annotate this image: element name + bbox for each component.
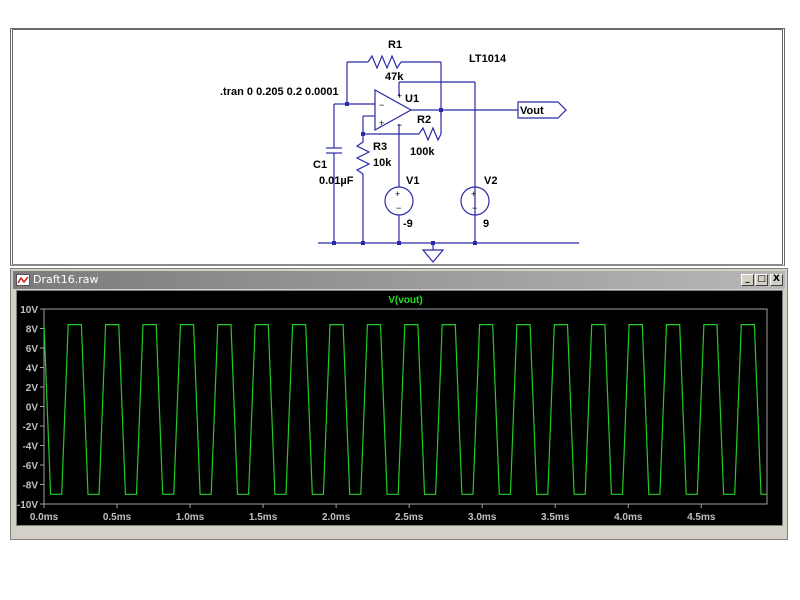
y-tick-label: -10V: [17, 500, 38, 511]
x-tick-label: 4.5ms: [687, 512, 716, 523]
y-tick-label: -2V: [22, 422, 38, 433]
trace-label-vout: V(vout): [388, 295, 422, 306]
y-tick-label: 4V: [26, 364, 39, 375]
schematic-editor[interactable]: − + + − + − + − .tran 0 0.205 0.2 0.0001 LT1…: [10, 28, 785, 266]
tran-directive[interactable]: .tran 0 0.205 0.2 0.0001: [220, 86, 339, 98]
junctions: [332, 102, 477, 245]
model-label[interactable]: LT1014: [469, 53, 507, 65]
x-tick-label: 2.0ms: [322, 512, 351, 523]
maximize-button[interactable]: □: [755, 274, 768, 286]
x-tick-label: 3.0ms: [468, 512, 497, 523]
x-tick-label: 0.0ms: [30, 512, 59, 523]
waveform-plot[interactable]: V(vout) 10V 8V 6V 4V 2V 0V -2V -4V -6V -8V -10V0.0m…: [17, 291, 782, 525]
y-tick-label: -6V: [22, 461, 38, 472]
r3-value[interactable]: 10k: [373, 157, 392, 169]
waveform-viewer-window[interactable]: Draft16.raw _ □ X V(vout) 10V 8V 6V 4V 2V 0V -2…: [10, 268, 788, 540]
y-tick-label: -8V: [22, 481, 38, 492]
x-tick-label: 2.5ms: [395, 512, 424, 523]
status-bar: [13, 527, 785, 539]
minimize-button[interactable]: _: [741, 274, 754, 286]
x-tick-label: 0.5ms: [103, 512, 132, 523]
close-button[interactable]: X: [770, 274, 783, 286]
y-tick-label: -4V: [22, 442, 38, 453]
svg-text:+: +: [395, 189, 400, 199]
svg-text:−: −: [397, 120, 402, 130]
y-tick-label: 6V: [26, 344, 39, 355]
wires: [318, 54, 579, 263]
v2-ref[interactable]: V2: [484, 175, 497, 187]
v1-ref[interactable]: V1: [406, 175, 419, 187]
r3-ref[interactable]: R3: [373, 141, 387, 153]
r1-ref[interactable]: R1: [388, 39, 402, 51]
c1-ref[interactable]: C1: [313, 159, 327, 171]
v2-value[interactable]: 9: [483, 218, 489, 230]
r2-value[interactable]: 100k: [410, 146, 435, 158]
svg-text:−: −: [472, 203, 477, 213]
x-tick-label: 4.0ms: [614, 512, 643, 523]
trace-vout: [43, 323, 767, 495]
v1-value[interactable]: -9: [403, 218, 413, 230]
r1-value[interactable]: 47k: [385, 71, 404, 83]
svg-text:−: −: [379, 100, 384, 110]
pin-marks: − + + − + − + −: [379, 91, 477, 213]
r2-ref[interactable]: R2: [417, 114, 431, 126]
y-tick-label: 10V: [20, 305, 38, 316]
waveform-icon: [16, 274, 30, 286]
u1-ref[interactable]: U1: [405, 93, 419, 105]
x-tick-label: 3.5ms: [541, 512, 570, 523]
window-titlebar[interactable]: Draft16.raw _ □ X: [13, 271, 785, 289]
x-tick-label: 1.5ms: [249, 512, 278, 523]
x-tick-label: 1.0ms: [176, 512, 205, 523]
svg-text:+: +: [471, 189, 476, 199]
svg-text:+: +: [397, 91, 402, 101]
schematic-canvas[interactable]: − + + − + − + − .tran 0 0.205 0.2 0.0001 LT1…: [13, 30, 783, 264]
y-tick-label: 8V: [26, 325, 39, 336]
vout-net-label[interactable]: Vout: [520, 105, 544, 117]
y-tick-label: 2V: [26, 383, 39, 394]
window-title: Draft16.raw: [33, 273, 99, 286]
plot-frame: [43, 308, 768, 505]
svg-text:+: +: [379, 118, 384, 128]
c1-value[interactable]: 0.01µF: [319, 175, 354, 187]
svg-text:−: −: [396, 203, 401, 213]
y-tick-label: 0V: [26, 403, 39, 414]
